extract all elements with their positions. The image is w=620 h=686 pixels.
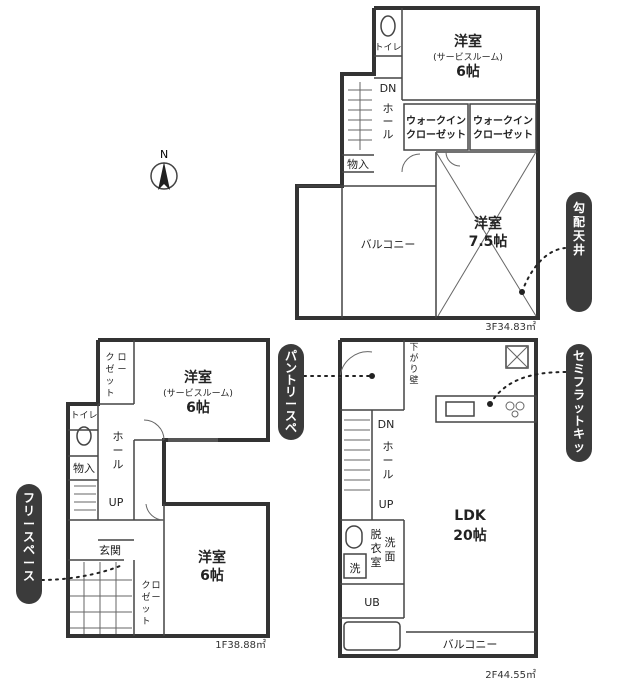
entrance-tiles — [70, 562, 132, 634]
wall-note: 下がり壁 — [409, 343, 418, 386]
room-name: 洋室 — [198, 549, 226, 566]
stove-icon — [505, 401, 515, 411]
floor-1f: クロゼーット トイレ ホール 物入 UP 玄関 クロゼーット 洋室 (サービスル… — [16, 338, 270, 651]
stairs-2f — [344, 419, 370, 491]
room-size: 7.5帖 — [469, 233, 508, 250]
sink-icon — [445, 401, 475, 417]
room-size: 6帖 — [456, 63, 480, 80]
callout-vaulted-ceiling: 勾配天井 — [521, 192, 592, 312]
callout-pantry: パントリースペ — [278, 344, 371, 440]
room-name: 洋室 — [454, 33, 482, 50]
room-name: 洋室 — [184, 369, 212, 386]
sink-label: 洗面 — [385, 536, 396, 563]
door-swing — [445, 151, 461, 167]
room-size: 6帖 — [200, 567, 224, 584]
compass-label: N — [160, 148, 168, 161]
floor-2f: 下がり壁 DN ホール UP 脱衣室 洗面 洗 UB LDK 20帖 バルコニー… — [278, 338, 592, 681]
door-swing — [143, 419, 165, 441]
balcony-label: バルコニー — [443, 638, 498, 651]
wash-label: 洗 — [350, 562, 361, 575]
dn-label: DN — [378, 418, 395, 431]
stairs-1f — [74, 485, 96, 511]
walkin-label: ウォークイン — [406, 115, 466, 127]
room-subtitle: (サービスルーム) — [163, 388, 233, 399]
entrance-label: 玄関 — [99, 543, 121, 557]
hall-label: ホール — [113, 430, 124, 471]
callout-text: フリースペース — [23, 491, 35, 583]
up-label: UP — [379, 498, 394, 511]
floor-area: 1F38.88㎡ — [215, 639, 266, 651]
room-size: 6帖 — [186, 399, 210, 416]
compass-icon: N — [150, 148, 178, 190]
balcony-label: バルコニー — [361, 238, 416, 251]
callout-text: セミフラットキッ — [573, 349, 585, 454]
washer-icon — [343, 553, 367, 579]
door-swing — [401, 153, 421, 173]
walkin-label: クローゼット — [406, 128, 466, 141]
walkin-label: ウォークイン — [473, 115, 533, 127]
range-hood-icon — [505, 345, 529, 369]
toilet-label: トイレ — [374, 43, 401, 53]
washbasin-icon — [345, 525, 363, 549]
walkin-label: クローゼット — [473, 128, 533, 141]
room-name: LDK — [454, 508, 487, 524]
storage-label: 物入 — [347, 157, 369, 171]
room-size: 20帖 — [453, 527, 486, 544]
dressing-label: 脱衣室 — [371, 527, 382, 569]
bathtub-icon — [343, 621, 401, 651]
hall-label: ホール — [383, 440, 394, 481]
door-swing — [145, 503, 165, 521]
ub-label: UB — [364, 596, 380, 609]
up-label: UP — [109, 496, 124, 509]
toilet-icon — [76, 426, 92, 446]
callout-text: 勾配天井 — [573, 200, 586, 257]
storage-label: 物入 — [73, 461, 95, 475]
kitchen-counter — [435, 395, 537, 423]
hall-label: ホール — [383, 102, 394, 141]
closet-label: クロゼーット — [105, 352, 126, 399]
dn-label: DN — [380, 82, 397, 95]
room-name: 洋室 — [474, 215, 502, 232]
toilet-label: トイレ — [70, 411, 97, 421]
callout-text: パントリースペ — [285, 349, 297, 435]
room-subtitle: (サービスルーム) — [433, 52, 503, 63]
floor-area: 3F34.83㎡ — [485, 321, 536, 333]
floor-3f: トイレ DN ホール 物入 バルコニー 洋室 (サービスルーム) 6帖 ウォーク… — [295, 6, 592, 333]
toilet-icon — [380, 15, 396, 37]
door-swing — [339, 351, 373, 379]
callout-semi-flat-kitchen: セミフラットキッ — [489, 344, 592, 462]
closet-label: クロゼーット — [141, 580, 160, 627]
stairs-3f — [348, 82, 372, 150]
floor-area: 2F44.55㎡ — [485, 669, 536, 681]
callout-free-space: フリースペース — [16, 484, 121, 604]
